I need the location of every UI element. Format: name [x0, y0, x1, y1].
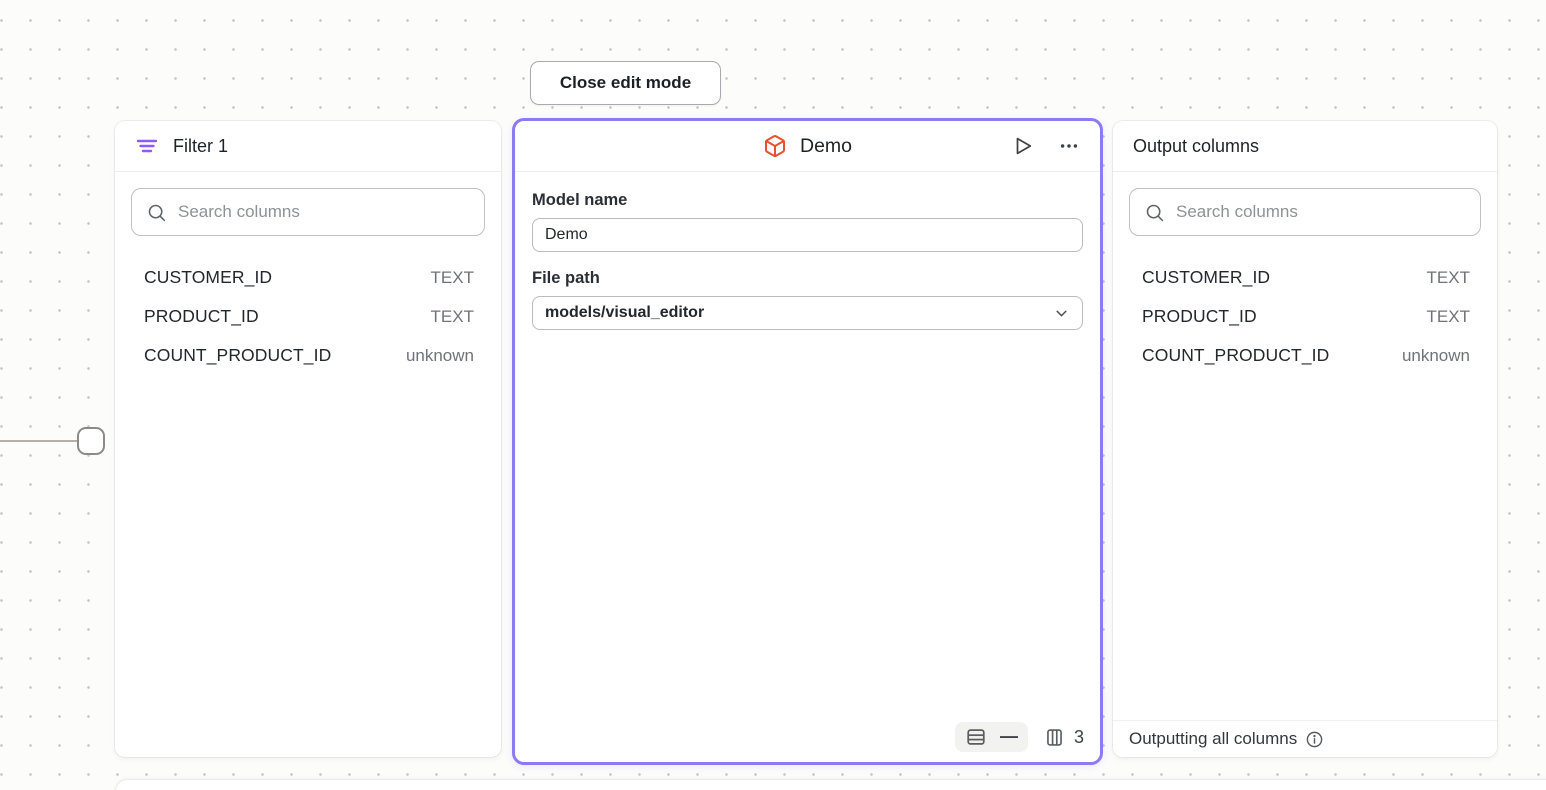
- output-footer-label: Outputting all columns: [1129, 729, 1298, 748]
- column-row[interactable]: CUSTOMER_ID TEXT: [1113, 258, 1497, 297]
- table-columns-icon: [1047, 728, 1062, 746]
- run-model-button[interactable]: [1010, 133, 1036, 159]
- column-row[interactable]: COUNT_PRODUCT_ID unknown: [1113, 336, 1497, 375]
- column-name: PRODUCT_ID: [144, 306, 259, 326]
- model-panel-body: Model name File path models/visual_edito…: [515, 172, 1100, 342]
- column-name: CUSTOMER_ID: [1142, 267, 1271, 287]
- play-icon: [1016, 137, 1032, 155]
- column-name: COUNT_PRODUCT_ID: [1142, 345, 1330, 365]
- column-type: unknown: [1401, 345, 1470, 365]
- box-icon: [763, 134, 787, 158]
- output-panel-header: Output columns: [1113, 121, 1497, 172]
- table-rows-icon: [967, 729, 985, 745]
- filter-column-list: CUSTOMER_ID TEXT PRODUCT_ID TEXT COUNT_P…: [115, 252, 501, 375]
- info-icon[interactable]: [1305, 730, 1324, 749]
- model-name-input[interactable]: [532, 218, 1083, 252]
- output-columns-panel[interactable]: Output columns CUSTOMER_ID TEXT PRODUCT_…: [1113, 121, 1497, 757]
- filter-search-input[interactable]: [178, 202, 470, 222]
- column-name: PRODUCT_ID: [1142, 306, 1257, 326]
- column-type: TEXT: [1426, 267, 1470, 287]
- close-edit-mode-button[interactable]: Close edit mode: [530, 61, 721, 105]
- edge-connector-line: [0, 440, 79, 442]
- more-options-button[interactable]: [1056, 133, 1082, 159]
- edge-connector-handle[interactable]: [77, 427, 105, 455]
- model-name-label: Model name: [532, 191, 628, 209]
- row-count-value: —: [999, 726, 1018, 746]
- column-type: TEXT: [430, 267, 474, 287]
- column-count-stat[interactable]: 3: [1044, 727, 1084, 748]
- column-count-value: 3: [1073, 726, 1084, 747]
- file-path-value: models/visual_editor: [545, 304, 705, 321]
- model-panel-title: Demo: [799, 134, 853, 157]
- filter-panel-title: Filter 1: [173, 135, 229, 156]
- bottom-partial-panel[interactable]: [115, 779, 1546, 790]
- output-search-input[interactable]: [1176, 202, 1466, 222]
- file-path-label: File path: [532, 269, 600, 287]
- column-row[interactable]: COUNT_PRODUCT_ID unknown: [115, 336, 501, 375]
- ellipsis-icon: [1060, 144, 1078, 148]
- output-search-box: [1129, 188, 1481, 236]
- output-panel-title: Output columns: [1133, 135, 1260, 156]
- chevron-down-icon: [1056, 310, 1067, 316]
- column-name: CUSTOMER_ID: [144, 267, 273, 287]
- file-path-select[interactable]: models/visual_editor: [532, 296, 1083, 330]
- filter-panel-header: Filter 1: [115, 121, 501, 172]
- search-icon: [1146, 204, 1164, 221]
- model-node-panel[interactable]: Demo Model name File path models/v: [512, 118, 1103, 765]
- column-type: unknown: [405, 345, 474, 365]
- column-type: TEXT: [430, 306, 474, 326]
- column-name: COUNT_PRODUCT_ID: [144, 345, 332, 365]
- column-row[interactable]: PRODUCT_ID TEXT: [1113, 297, 1497, 336]
- column-type: TEXT: [1426, 306, 1470, 326]
- filter-node-panel[interactable]: Filter 1 CUSTOMER_ID TEXT PRODUCT_ID TEX…: [115, 121, 501, 757]
- search-icon: [148, 204, 166, 221]
- row-count-stat[interactable]: —: [954, 722, 1028, 752]
- output-panel-footer: Outputting all columns: [1113, 720, 1497, 757]
- filter-icon: [135, 134, 159, 158]
- model-panel-header: Demo: [515, 121, 1100, 172]
- output-column-list: CUSTOMER_ID TEXT PRODUCT_ID TEXT COUNT_P…: [1113, 252, 1497, 375]
- column-row[interactable]: CUSTOMER_ID TEXT: [115, 258, 501, 297]
- column-row[interactable]: PRODUCT_ID TEXT: [115, 297, 501, 336]
- model-stats-footer: — 3: [954, 722, 1084, 752]
- filter-search-box: [131, 188, 485, 236]
